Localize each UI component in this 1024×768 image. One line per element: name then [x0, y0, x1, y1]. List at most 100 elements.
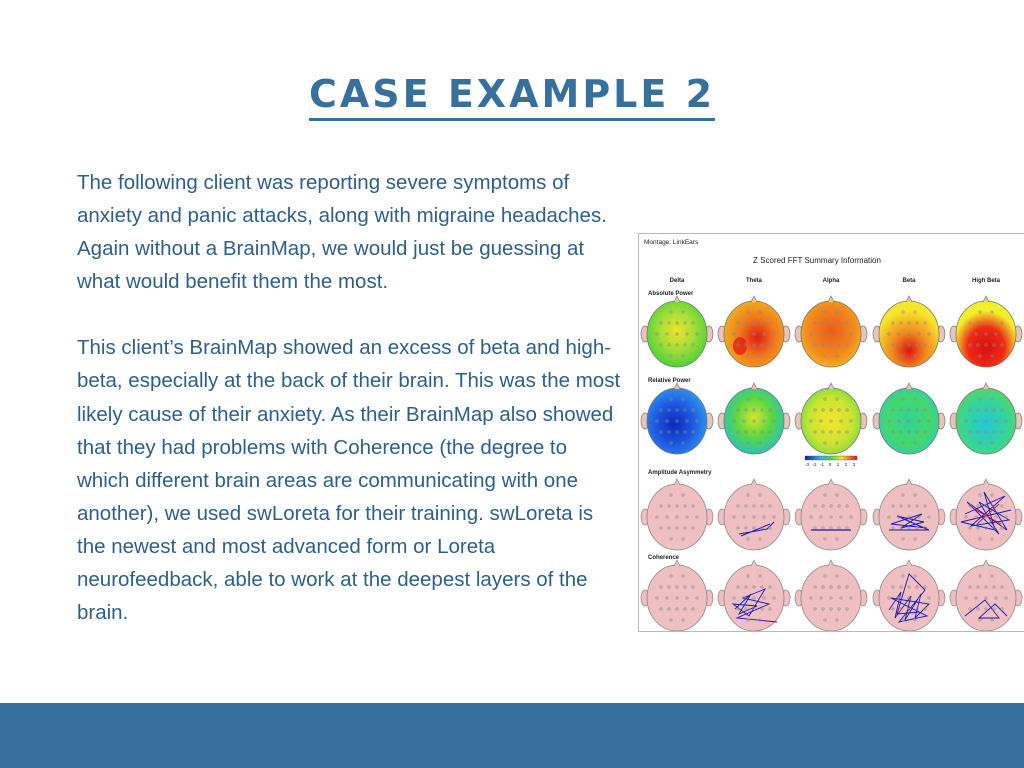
electrode-marker	[1004, 332, 1008, 336]
color-scale-bar: -3 -2 -1 0 1 2 3	[804, 455, 858, 467]
head-map-beta-absolute	[872, 295, 946, 368]
electrode-marker	[762, 332, 766, 336]
electrode-marker	[839, 419, 843, 423]
figure-title: Z Scored FFT Summary Information	[753, 256, 881, 265]
head-map-alpha-asymmetry	[794, 478, 868, 551]
electrode-marker	[990, 441, 994, 445]
electrode-marker	[823, 618, 827, 622]
electrode-marker	[835, 441, 839, 445]
electrode-marker	[736, 408, 740, 412]
electrode-marker	[675, 321, 679, 325]
electrode-marker	[990, 537, 994, 541]
electrode-marker	[691, 607, 695, 611]
electrode-marker	[978, 574, 982, 578]
electrode-marker	[915, 343, 919, 347]
electrode-marker	[829, 343, 833, 347]
electrode-marker	[752, 526, 756, 530]
electrode-marker	[823, 310, 827, 314]
electrode-marker	[978, 493, 982, 497]
electrode-marker	[845, 408, 849, 412]
electrode-marker	[823, 537, 827, 541]
slide-body: The following client was reporting sever…	[77, 166, 622, 629]
electrode-marker	[659, 504, 663, 508]
electrode-marker	[899, 343, 903, 347]
electrode-marker	[913, 493, 917, 497]
electrode-marker	[821, 504, 825, 508]
electrode-marker	[752, 607, 756, 611]
electrode-marker	[681, 397, 685, 401]
electrode-marker	[976, 585, 980, 589]
electrode-marker	[742, 332, 746, 336]
electrode-marker	[685, 515, 689, 519]
electrode-marker	[907, 430, 911, 434]
scale-tick-label: 1	[837, 462, 840, 467]
electrode-marker	[1000, 321, 1004, 325]
montage-label: Montage: LinkEars	[644, 239, 699, 246]
head-map-high-beta-coherence	[949, 559, 1023, 631]
electrode-marker	[768, 343, 772, 347]
brainmap-figure: Montage: LinkEars Z Scored FFT Summary I…	[638, 233, 1024, 632]
electrode-marker	[849, 515, 853, 519]
electrode-marker	[913, 354, 917, 358]
head-map-high-beta-relative	[949, 382, 1023, 455]
electrode-marker	[823, 354, 827, 358]
electrode-marker	[819, 515, 823, 519]
electrode-marker	[907, 526, 911, 530]
row-label-absolute-power: Absolute Power	[648, 291, 694, 297]
brainmap-summary-image: Montage: LinkEars Z Scored FFT Summary I…	[640, 239, 1023, 631]
head-map-theta-absolute	[717, 295, 791, 368]
electrode-marker	[899, 321, 903, 325]
electrode-marker	[675, 430, 679, 434]
electrode-marker	[752, 585, 756, 589]
electrode-marker	[744, 504, 748, 508]
head-map-row-coherence	[640, 559, 1023, 631]
electrode-marker	[821, 321, 825, 325]
electrode-marker	[675, 419, 679, 423]
head-map-alpha-relative	[794, 382, 868, 455]
electrode-marker	[913, 537, 917, 541]
band-label-high-beta: High Beta	[972, 278, 1001, 284]
electrode-marker	[760, 585, 764, 589]
electrode-marker	[984, 515, 988, 519]
electrode-marker	[659, 343, 663, 347]
electrode-marker	[760, 526, 764, 530]
row-label-coherence: Coherence	[648, 555, 680, 561]
electrode-marker	[667, 321, 671, 325]
electrode-marker	[1000, 585, 1004, 589]
electrode-marker	[742, 419, 746, 423]
electrode-marker	[732, 332, 736, 336]
head-map-delta-asymmetry	[640, 478, 714, 551]
electrode-marker	[821, 408, 825, 412]
electrode-marker	[758, 574, 762, 578]
head-map-row-amplitude-asymmetry	[640, 478, 1023, 551]
electrode-marker	[990, 618, 994, 622]
electrode-marker	[683, 526, 687, 530]
electrode-marker	[887, 515, 891, 519]
electrode-marker	[752, 596, 756, 600]
head-map-delta-coherence	[640, 559, 714, 631]
electrode-marker	[744, 607, 748, 611]
electrode-marker	[901, 618, 905, 622]
electrode-marker	[829, 585, 833, 589]
electrode-marker	[976, 430, 980, 434]
band-label-delta: Delta	[670, 278, 685, 284]
electrode-marker	[683, 607, 687, 611]
electrode-marker	[992, 504, 996, 508]
electrode-marker	[839, 515, 843, 519]
electrode-marker	[976, 321, 980, 325]
electrode-marker	[978, 310, 982, 314]
electrode-marker	[736, 430, 740, 434]
electrode-marker	[683, 585, 687, 589]
electrode-marker	[675, 343, 679, 347]
electrode-marker	[891, 585, 895, 589]
electrode-marker	[681, 537, 685, 541]
electrode-marker	[695, 596, 699, 600]
electrode-marker	[736, 607, 740, 611]
electrode-marker	[772, 419, 776, 423]
electrode-marker	[675, 607, 679, 611]
electrode-marker	[968, 607, 972, 611]
electrode-marker	[923, 321, 927, 325]
electrode-marker	[732, 515, 736, 519]
electrode-marker	[968, 321, 972, 325]
electrode-marker	[669, 397, 673, 401]
